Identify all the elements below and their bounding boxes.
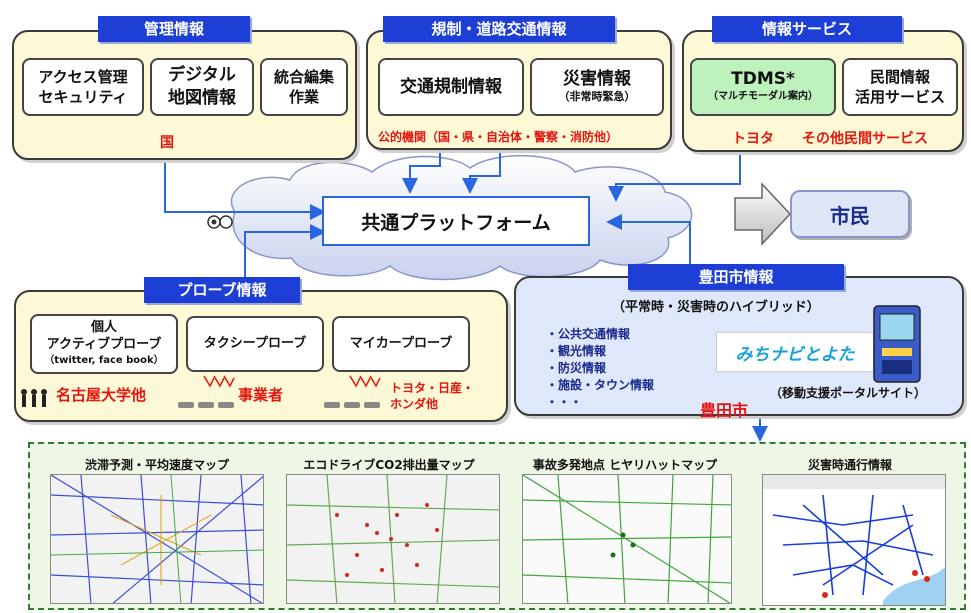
admin-item-edit: 統合編集 作業: [260, 58, 348, 116]
portal-logo-box: みちナビとよた: [716, 332, 874, 372]
arrow-admin: [164, 162, 326, 220]
toyota-list-item: ・防災情報: [546, 361, 607, 375]
service-header: 情報サービス: [712, 16, 902, 42]
map-title: 災害時通行情報: [807, 458, 892, 472]
kiosk-icon: [873, 305, 921, 383]
arrow-traffic-2: [462, 150, 501, 194]
probe-owner-nagoya: 名古屋大学他: [56, 386, 147, 404]
map-title: エコドライブCO2排出量マップ: [303, 458, 475, 472]
service-item-tdms-label: TDMS*: [731, 69, 795, 89]
map-disaster: [762, 474, 946, 606]
portal-caption: （移動支援ポータルサイト）: [770, 386, 927, 400]
traffic-item-disaster-label: 災害情報: [563, 69, 631, 89]
map-congestion: [50, 474, 264, 604]
platform-label: 共通プラットフォーム: [361, 211, 551, 234]
portal-logo: みちナビとよた: [735, 344, 855, 365]
probe-signal-icons: [21, 375, 381, 408]
probe-owner-operators: 事業者: [238, 386, 284, 404]
service-item-tdms-sub: （マルチモーダル案内）: [708, 91, 818, 102]
toyota-subtitle: （平常時・災害時のハイブリッド）: [612, 300, 820, 315]
map-accident-image: [523, 475, 731, 603]
toyota-header: 豊田市情報: [628, 264, 844, 290]
admin-owner: 国: [160, 135, 174, 151]
toyota-list-item: ・観光情報: [546, 344, 607, 358]
probe-item-personal: 個人 アクティブプローブ （twitter, face book）: [30, 314, 178, 374]
admin-item-map: デジタル 地図情報: [150, 58, 254, 116]
service-item-private: 民間情報 活用サービス: [842, 58, 958, 116]
service-owner-others: その他民間サービス: [802, 131, 928, 147]
platform-box: 共通プラットフォーム: [322, 196, 590, 246]
admin-item-access: アクセス管理 セキュリティ: [22, 58, 144, 116]
map-accident: [522, 474, 732, 604]
probe-item-personal-sub: （twitter, face book）: [44, 355, 164, 366]
traffic-header: 規制・道路交通情報: [383, 16, 615, 42]
map-eco-image: [287, 475, 499, 603]
traffic-item-regulation: 交通規制情報: [378, 58, 524, 116]
arrow-service: [608, 152, 741, 202]
probe-item-taxi: タクシープローブ: [186, 316, 324, 372]
toyota-list: ・公共交通情報 ・観光情報 ・防災情報 ・施設・タウン情報 ・・・: [546, 326, 654, 411]
map-eco: [286, 474, 500, 604]
toyota-list-item: ・公共交通情報: [546, 327, 631, 341]
probe-item-personal-label: 個人 アクティブプローブ: [46, 320, 162, 352]
probe-owner-makers: トヨタ・日産・ ホンダ他: [390, 381, 475, 411]
arrow-traffic: [402, 150, 441, 194]
map-title: 渋滞予測・平均速度マップ: [84, 458, 229, 472]
admin-header: 管理情報: [98, 16, 250, 42]
citizen-box: 市民: [790, 190, 910, 238]
eye-icon: [207, 215, 233, 229]
citizen-label: 市民: [830, 203, 870, 228]
toyota-list-item: ・・・: [546, 395, 583, 409]
toyota-owner: 豊田市: [700, 401, 749, 420]
arrow-probe: [244, 224, 326, 278]
traffic-item-disaster: 災害情報 （非常時緊急）: [530, 58, 664, 116]
probe-header: プローブ情報: [144, 277, 300, 303]
citizen-arrow: [734, 182, 792, 246]
service-owner-toyota: トヨタ: [732, 131, 774, 147]
service-item-tdms: TDMS* （マルチモーダル案内）: [690, 58, 836, 116]
toyota-list-item: ・施設・タウン情報: [546, 378, 655, 392]
map-title: 事故多発地点 ヒヤリハットマップ: [532, 458, 718, 472]
traffic-item-regulation-label: 交通規制情報: [400, 77, 502, 97]
map-congestion-image: [51, 475, 263, 603]
probe-item-mycar: マイカープローブ: [332, 316, 470, 372]
traffic-owner: 公的機関（国・県・自治体・警察・消防他）: [378, 130, 619, 144]
traffic-item-disaster-sub: （非常時緊急）: [558, 90, 636, 103]
map-disaster-image: [763, 475, 945, 605]
arrow-toyota: [606, 214, 691, 266]
